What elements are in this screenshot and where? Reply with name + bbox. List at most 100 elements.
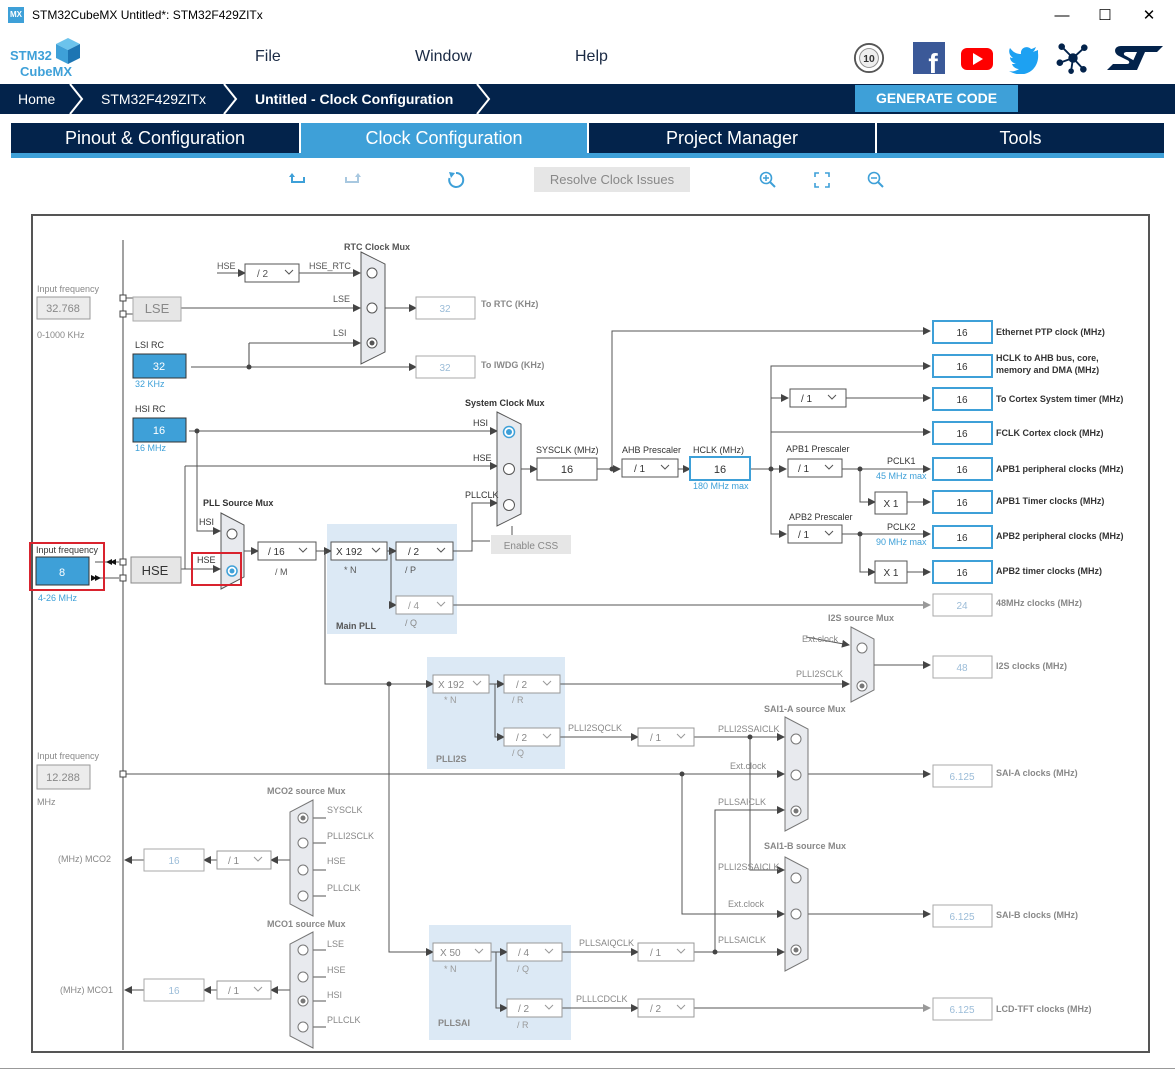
redo-icon[interactable] (342, 170, 362, 190)
apb1-peripheral-field[interactable] (932, 457, 993, 481)
tab-clock-configuration[interactable]: Clock Configuration (301, 123, 587, 153)
apb1-timer-field[interactable] (932, 490, 993, 514)
ethernet-ptp-field[interactable] (932, 320, 993, 344)
sai-b-ext-option[interactable] (790, 908, 802, 920)
rtc-in-lse: LSE (333, 294, 350, 304)
lsi-freq-field[interactable] (132, 353, 187, 379)
hclk-ahb-label: HCLK to AHB bus, core, (996, 353, 1099, 363)
mco2-hse-option[interactable] (297, 864, 309, 876)
fclk-field[interactable] (932, 421, 993, 445)
sai-a-clock-value: 6.125 (949, 772, 974, 783)
pllsai-q-post-divider[interactable] (637, 942, 695, 962)
sai-a-ext-option[interactable] (790, 769, 802, 781)
hse-rtc-divider[interactable] (244, 263, 300, 283)
breadcrumb-current[interactable]: Untitled - Clock Configuration (255, 91, 454, 107)
sai-a-plli2s-option[interactable] (790, 733, 802, 745)
mco1-pllclk-option[interactable] (297, 1021, 309, 1033)
breadcrumb-home[interactable]: Home (18, 91, 56, 107)
pllsai-q-divider[interactable] (506, 942, 563, 962)
pll-n-multiplier[interactable] (330, 541, 388, 561)
pllsai-n-value: X 50 (440, 948, 461, 959)
apb2-prescaler[interactable] (787, 524, 843, 544)
menu-file[interactable]: File (255, 48, 281, 65)
hsi-freq-field[interactable] (132, 417, 187, 443)
mco2-plli2sclk-option[interactable] (297, 837, 309, 849)
cortex-timer-divider[interactable] (789, 388, 847, 408)
i2s-ext-freq-field[interactable] (36, 764, 91, 790)
hclk-field[interactable] (689, 456, 751, 481)
apb2-peripheral-field[interactable] (932, 525, 993, 549)
enable-css-button[interactable] (491, 535, 571, 554)
anniversary-badge-icon[interactable]: 10 (852, 42, 886, 74)
logo-line1: STM32 (10, 48, 52, 63)
pllsai-r-divider[interactable] (506, 998, 563, 1018)
pll-m-divider[interactable] (257, 541, 317, 561)
cortex-timer-value: 16 (956, 395, 968, 406)
pllsai-r-output-label: PLLLCDCLK (576, 994, 628, 1004)
apb2-timer-label: APB2 timer clocks (MHz) (996, 566, 1102, 576)
pll-q-value: / 4 (408, 601, 420, 612)
mco1-hse-option[interactable] (297, 971, 309, 983)
twitter-icon[interactable] (1008, 42, 1040, 74)
plli2s-r-value: / 2 (516, 680, 528, 691)
pll-p-divider[interactable] (395, 541, 454, 561)
plli2s-q-post-divider[interactable] (637, 727, 695, 747)
plli2s-r-divider[interactable] (503, 674, 561, 694)
zoom-out-icon[interactable] (866, 170, 886, 190)
plli2s-n-multiplier[interactable] (432, 674, 490, 694)
iwdg-output-label: To IWDG (KHz) (481, 360, 544, 370)
apb1-timer-multiplier (874, 491, 908, 515)
apb2-timer-field[interactable] (932, 560, 993, 584)
plli2s-q-divider[interactable] (503, 727, 561, 747)
minimize-button[interactable]: — (1054, 7, 1070, 24)
pll-q-divider[interactable] (395, 595, 454, 615)
st-logo-icon[interactable] (1105, 42, 1165, 74)
undo-icon[interactable] (288, 170, 308, 190)
maximize-button[interactable]: ☐ (1098, 7, 1112, 24)
sai-b-plli2s-option[interactable] (790, 872, 802, 884)
ahb-prescaler-label: AHB Prescaler (622, 445, 681, 455)
menu-help[interactable]: Help (575, 48, 608, 65)
mco1-output-value: 16 (168, 986, 180, 997)
close-button[interactable]: ✕ (1142, 7, 1156, 24)
hsi-freq-value: 16 (153, 425, 165, 437)
fit-to-screen-icon[interactable] (812, 170, 832, 190)
i2s-mux-ext-label: Ext.clock (802, 634, 839, 644)
apb1-prescaler[interactable] (787, 458, 843, 478)
hclk-ahb-field[interactable] (932, 354, 993, 378)
rtc-in-hse-rtc: HSE_RTC (309, 261, 351, 271)
lse-freq-field[interactable] (36, 296, 91, 320)
tab-tools[interactable]: Tools (877, 123, 1164, 153)
breadcrumb-mcu[interactable]: STM32F429ZITx (101, 91, 207, 107)
sysclk-field (536, 457, 598, 481)
zoom-in-icon[interactable] (758, 170, 778, 190)
youtube-icon[interactable] (960, 42, 994, 74)
resolve-clock-issues-button[interactable]: Resolve Clock Issues (534, 167, 690, 192)
mco1-lse-option[interactable] (297, 944, 309, 956)
menu-window[interactable]: Window (415, 48, 472, 65)
facebook-icon[interactable]: f (913, 42, 945, 74)
rtc-output-label: To RTC (KHz) (481, 299, 538, 309)
pllsai-n-multiplier[interactable] (432, 942, 492, 962)
ahb-prescaler[interactable] (621, 458, 679, 478)
tab-project-manager[interactable]: Project Manager (589, 123, 875, 153)
rtc-mux-lse-option[interactable] (366, 302, 378, 314)
system-mux-hse-option[interactable] (503, 463, 515, 475)
usb48-label: 48MHz clocks (MHz) (996, 598, 1082, 608)
mco2-divider[interactable] (216, 850, 272, 870)
hse-freq-field[interactable] (35, 556, 90, 586)
mco1-divider[interactable] (216, 980, 272, 1000)
reset-icon[interactable] (446, 170, 466, 190)
i2s-mux-ext-option[interactable] (856, 642, 868, 654)
network-icon[interactable] (1056, 42, 1090, 74)
mco2-pllclk-option[interactable] (297, 890, 309, 902)
rtc-mux-hse-option[interactable] (366, 267, 378, 279)
pllsai-r-post-divider[interactable] (637, 998, 695, 1018)
generate-code-button[interactable]: GENERATE CODE (855, 85, 1018, 112)
sysclk-value: 16 (561, 464, 573, 476)
pll-mux-hsi-option[interactable] (226, 528, 238, 540)
cortex-timer-field[interactable] (932, 387, 993, 411)
tab-pinout[interactable]: Pinout & Configuration (11, 123, 299, 153)
system-mux-pllclk-option[interactable] (503, 499, 515, 511)
plli2s-q-post-divider-value: / 1 (650, 733, 662, 744)
